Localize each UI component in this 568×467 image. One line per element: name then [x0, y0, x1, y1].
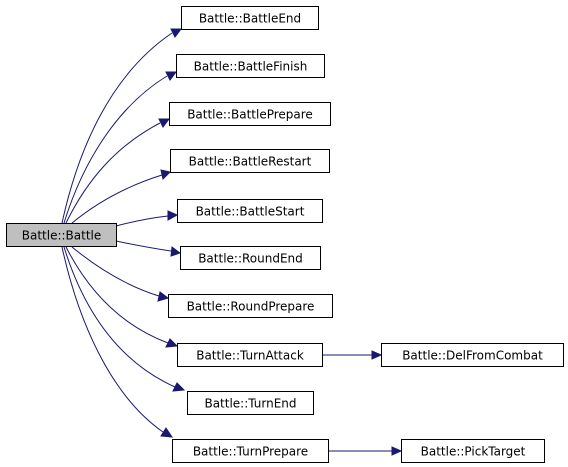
node-roundprepare-label: Battle::RoundPrepare — [187, 300, 315, 314]
node-battleprepare[interactable]: Battle::BattlePrepare — [169, 102, 331, 126]
edge-battle-to-turnattack — [65, 246, 169, 344]
arrowhead-delfromcombat — [371, 350, 383, 360]
arrowhead-roundprepare — [157, 291, 170, 302]
node-roundprepare[interactable]: Battle::RoundPrepare — [168, 294, 333, 318]
node-turnattack[interactable]: Battle::TurnAttack — [177, 343, 323, 367]
node-battlestart-label: Battle::BattleStart — [196, 205, 305, 219]
node-turnend[interactable]: Battle::TurnEnd — [187, 391, 314, 415]
edge-battle-to-battlefinish — [63, 75, 168, 224]
node-battleend-label: Battle::BattleEnd — [199, 12, 301, 26]
arrowhead-battlestart — [167, 210, 179, 221]
arrowhead-turnprepare — [160, 427, 173, 438]
arrowhead-turnend — [172, 382, 186, 392]
node-battlefinish-label: Battle::BattleFinish — [194, 60, 308, 74]
edge-battle-to-battlerestart — [71, 174, 163, 224]
edge-battle-to-roundprepare — [71, 246, 160, 297]
node-turnprepare-label: Battle::TurnPrepare — [193, 445, 308, 459]
call-nodes: Battle::Battle Battle::BattleEnd Battle:… — [6, 6, 564, 463]
node-battlefinish[interactable]: Battle::BattleFinish — [176, 54, 325, 78]
node-turnprepare[interactable]: Battle::TurnPrepare — [172, 439, 329, 463]
node-battle-label: Battle::Battle — [22, 229, 102, 243]
arrowhead-battlefinish — [165, 71, 177, 81]
node-battleend[interactable]: Battle::BattleEnd — [181, 6, 319, 30]
node-picktarget-label: Battle::PickTarget — [421, 445, 526, 459]
arrowhead-roundend — [170, 246, 182, 257]
edge-battle-to-turnprepare — [61, 246, 164, 433]
node-delfromcombat[interactable]: Battle::DelFromCombat — [381, 343, 564, 367]
node-battleprepare-label: Battle::BattlePrepare — [187, 108, 313, 122]
arrowhead-turnattack — [165, 338, 179, 348]
node-delfromcombat-label: Battle::DelFromCombat — [402, 349, 543, 363]
edge-battle-to-battleend — [61, 32, 173, 224]
edge-battle-to-battlestart — [115, 215, 169, 227]
arrowhead-picktarget — [391, 446, 403, 456]
node-battlerestart[interactable]: Battle::BattleRestart — [170, 149, 330, 173]
arrowhead-battleprepare — [158, 118, 170, 128]
node-battlestart[interactable]: Battle::BattleStart — [177, 199, 323, 223]
node-picktarget[interactable]: Battle::PickTarget — [401, 439, 545, 463]
call-edges — [61, 28, 403, 456]
node-roundend-label: Battle::RoundEnd — [198, 252, 303, 266]
edge-battle-to-battleprepare — [65, 122, 161, 224]
edge-battle-to-roundend — [115, 240, 172, 252]
node-turnattack-label: Battle::TurnAttack — [196, 349, 304, 363]
node-roundend[interactable]: Battle::RoundEnd — [180, 246, 321, 270]
arrowhead-battlerestart — [160, 169, 171, 180]
node-battlerestart-label: Battle::BattleRestart — [189, 155, 312, 169]
node-battle[interactable]: Battle::Battle — [6, 223, 117, 247]
node-turnend-label: Battle::TurnEnd — [204, 397, 296, 411]
edge-battle-to-turnend — [63, 246, 176, 388]
arrowhead-battleend — [170, 28, 182, 38]
